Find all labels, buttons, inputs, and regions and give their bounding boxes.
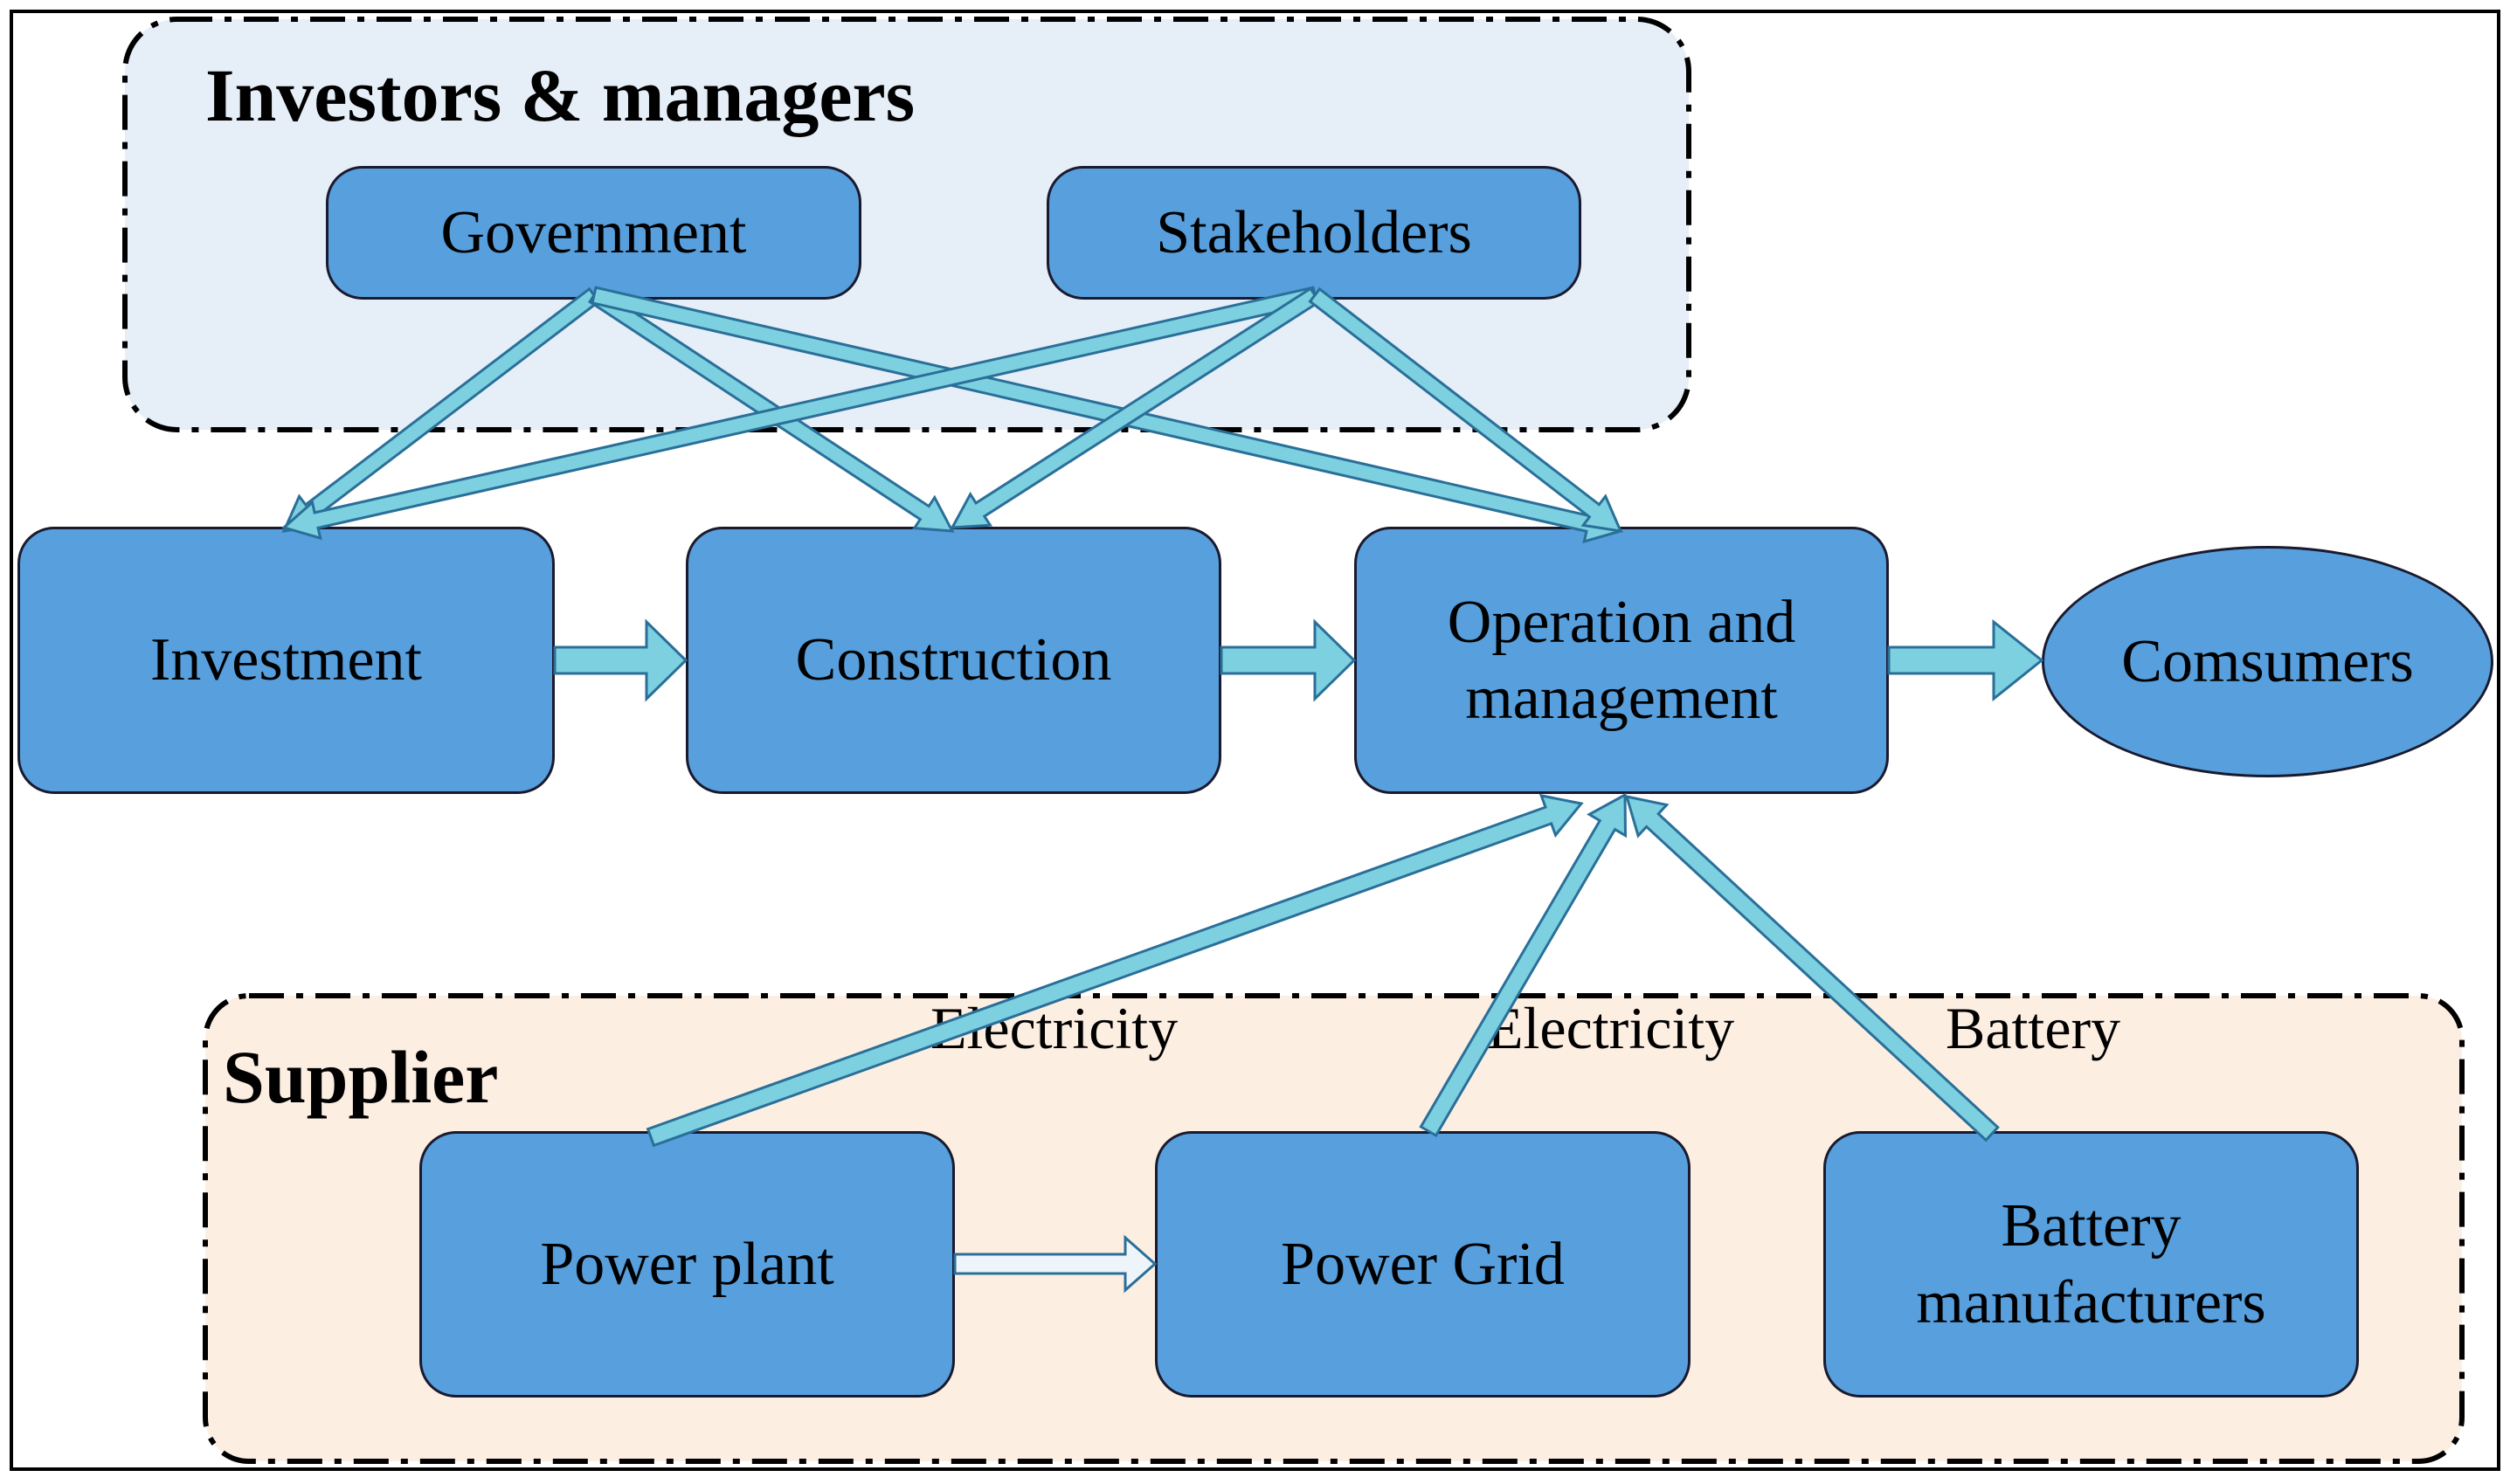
arrow-stakeholders-to-investment [280,286,1318,541]
arrow-construction-to-operation [1220,618,1357,702]
arrow-power-grid-to-operation [1419,792,1628,1138]
investors-group-title: Investors & managers [205,53,916,137]
investors-group-box [122,17,1691,432]
flow-label-grid-electricity: Electricity [1487,995,1735,1061]
operation-label-line1: Operation and [1447,588,1796,656]
government-node: Government [326,166,861,300]
stakeholders-node: Stakeholders [1047,166,1581,300]
consumers-label: Comsumers [2121,627,2414,695]
stakeholders-label: Stakeholders [1156,198,1472,266]
arrow-battery-to-operation [1624,795,2000,1142]
power-plant-label: Power plant [540,1230,834,1298]
battery-label-line2: manufacturers [1916,1268,2266,1336]
consumers-node: Comsumers [2042,546,2493,777]
investment-label: Investment [149,626,423,694]
arrow-operation-to-consumers [1887,618,2044,702]
outer-frame [10,10,2500,1471]
battery-manufacturers-node: Battery manufacturers [1823,1131,2359,1398]
power-grid-node: Power Grid [1155,1131,1691,1398]
arrow-power-plant-to-power-grid [953,1234,1158,1294]
flow-label-battery: Battery [1946,995,2121,1061]
investment-node: Investment [17,527,555,794]
arrow-investment-to-construction [553,618,688,702]
government-label: Government [440,198,747,266]
battery-label-line1: Battery [2001,1192,2182,1260]
construction-node: Construction [686,527,1221,794]
power-grid-label: Power Grid [1281,1230,1565,1298]
power-plant-node: Power plant [419,1131,955,1398]
arrow-stakeholders-to-operation [1308,286,1623,533]
construction-label: Construction [795,626,1112,694]
operation-label-line2: management [1465,665,1778,732]
arrow-power-plant-to-operation [646,793,1584,1148]
arrow-stakeholders-to-construction [950,286,1321,529]
supplier-group-title: Supplier [223,1035,499,1119]
